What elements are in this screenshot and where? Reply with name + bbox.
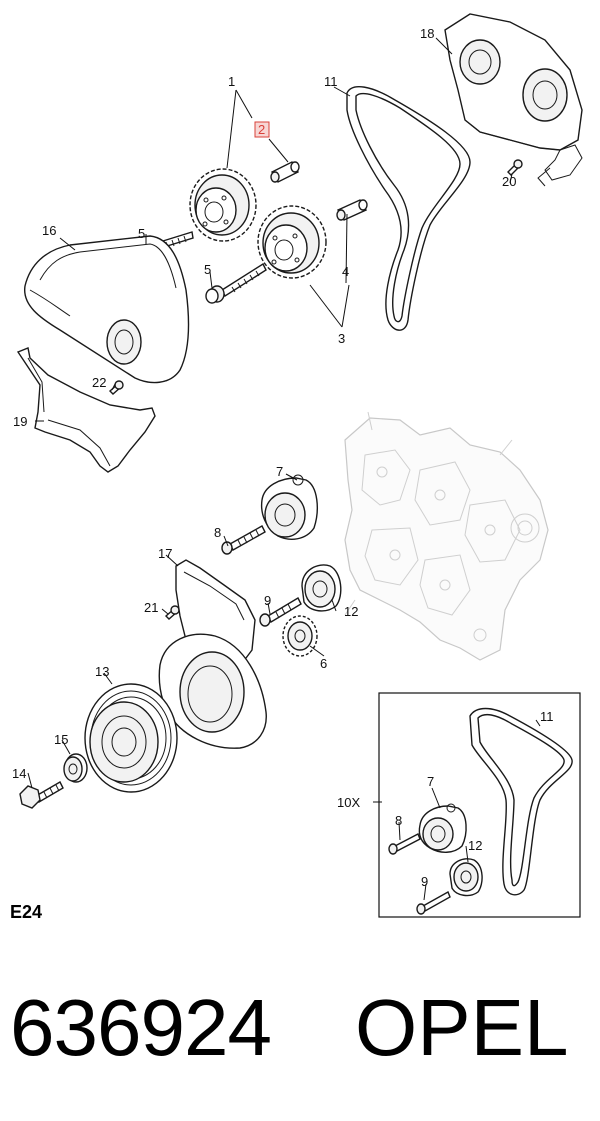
callout-3[interactable]: 3 (338, 331, 345, 346)
engine-block-ghost (344, 411, 549, 661)
callout-7-box[interactable]: 7 (427, 774, 434, 789)
front-upper-timing-cover-16 (24, 235, 190, 384)
callout-18[interactable]: 18 (420, 26, 434, 41)
highlight-box-2 (254, 121, 270, 138)
callout-21[interactable]: 21 (144, 600, 158, 615)
callout-8-box[interactable]: 8 (395, 813, 402, 828)
tensioner-7 (260, 474, 318, 540)
callout-9-box[interactable]: 9 (421, 874, 428, 889)
rear-timing-cover-18 (444, 13, 583, 187)
idler-pulley-12 (301, 564, 342, 612)
callout-5-upper[interactable]: 5 (138, 226, 145, 241)
bolt-20 (507, 159, 523, 176)
callout-2[interactable]: 2 (258, 122, 265, 137)
bolt-5-lower (205, 262, 267, 304)
callout-9[interactable]: 9 (264, 593, 271, 608)
callout-22[interactable]: 22 (92, 375, 106, 390)
callout-19[interactable]: 19 (13, 414, 27, 429)
bolt-8 (221, 525, 266, 555)
callout-12-box[interactable]: 12 (468, 838, 482, 853)
callout-5-lower[interactable]: 5 (204, 262, 211, 277)
callout-6[interactable]: 6 (320, 656, 327, 671)
callout-7[interactable]: 7 (276, 464, 283, 479)
callout-13[interactable]: 13 (95, 664, 109, 679)
callout-11-box[interactable]: 11 (540, 709, 554, 724)
timing-cover-lower-19 (16, 347, 156, 473)
bolt-14 (19, 781, 64, 809)
timing-belt-11 (346, 85, 471, 331)
callout-11-top[interactable]: 11 (324, 74, 338, 89)
callout-4[interactable]: 4 (342, 264, 349, 279)
washer-15 (63, 753, 88, 783)
callout-labels: 1 2 3 4 5 5 6 7 8 9 11 12 13 14 15 16 17… (12, 26, 554, 889)
callout-15[interactable]: 15 (54, 732, 68, 747)
bolt-21 (164, 605, 180, 620)
callout-10x[interactable]: 10X (337, 795, 360, 810)
brand-name: OPEL (355, 983, 569, 1072)
callout-8[interactable]: 8 (214, 525, 221, 540)
camshaft-sprocket-1 (189, 168, 257, 242)
callout-14[interactable]: 14 (12, 766, 26, 781)
callout-12[interactable]: 12 (344, 604, 358, 619)
callout-1[interactable]: 1 (228, 74, 235, 89)
leader-lines (27, 37, 541, 901)
section-code: E24 (10, 902, 43, 922)
camshaft-sprocket-3 (257, 205, 327, 279)
crankshaft-sprocket-6 (282, 615, 318, 657)
callout-20[interactable]: 20 (502, 174, 516, 189)
bolt-22 (108, 380, 124, 395)
bolt-9 (259, 597, 302, 627)
dowel-pin-4 (336, 199, 368, 221)
kit-box-10x (378, 692, 581, 918)
crankshaft-pulley-13 (84, 683, 178, 793)
callout-16[interactable]: 16 (42, 223, 56, 238)
callout-17[interactable]: 17 (158, 546, 172, 561)
dowel-pin-2 (270, 161, 300, 183)
part-number: 636924 (10, 983, 272, 1072)
